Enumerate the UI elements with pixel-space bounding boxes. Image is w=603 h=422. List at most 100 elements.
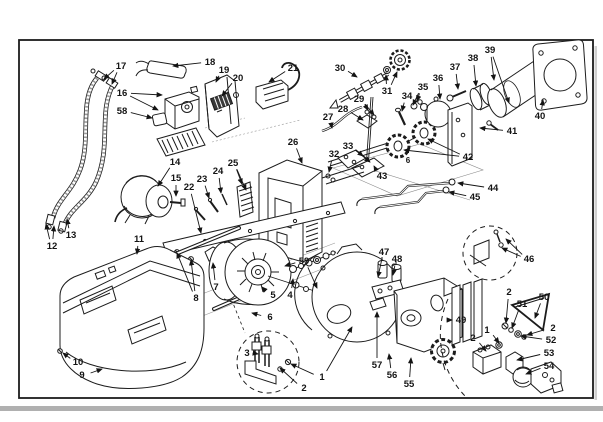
part-number-17: 17 [116, 61, 127, 72]
part-number-10: 10 [73, 357, 84, 368]
leader-line-54 [525, 367, 541, 375]
leader-line-39 [490, 56, 497, 81]
page-shadow-bottom [0, 406, 603, 411]
page-shadow-right [594, 46, 597, 400]
fuel-pump-group [385, 90, 499, 167]
part-number-42: 42 [463, 152, 474, 163]
part-number-39: 39 [485, 45, 496, 56]
coupling [385, 133, 411, 159]
part-number-59: 59 [299, 256, 310, 267]
screw-34 [398, 111, 406, 126]
terminal-strip [156, 127, 206, 157]
air-tube-end [487, 88, 507, 118]
part-number-57: 57 [372, 360, 383, 371]
leader-line-16 [129, 95, 159, 111]
part-number-31: 31 [382, 86, 393, 97]
leader-line-43 [373, 165, 379, 173]
part-number-8: 8 [193, 293, 198, 304]
part-number-1: 1 [484, 325, 490, 336]
part-number-51: 51 [517, 299, 528, 310]
leader-line-47 [376, 258, 383, 278]
connector-plug [255, 79, 289, 110]
part-number-35: 35 [418, 82, 429, 93]
leader-line-20 [221, 82, 233, 97]
part-number-6: 6 [267, 312, 272, 323]
leader-line-5 [261, 286, 268, 293]
leader-line-33 [355, 149, 371, 163]
leader-line-10 [62, 352, 71, 359]
part-number-41: 41 [507, 126, 518, 137]
leader-line-14 [157, 167, 171, 187]
screw-41 [489, 123, 499, 131]
leader-line-2 [279, 367, 298, 384]
leader-line-2 [479, 342, 487, 352]
leader-line-25 [236, 169, 247, 191]
leader-line-26 [296, 148, 303, 164]
part-number-54: 54 [544, 361, 555, 372]
motor-shaft-key [180, 198, 186, 207]
leader-line-42 [403, 147, 460, 157]
pump-body [424, 100, 452, 128]
part-number-21: 21 [288, 63, 299, 74]
part-number-20: 20 [233, 73, 244, 84]
part-number-30: 30 [335, 63, 346, 74]
leader-line-2 [503, 298, 510, 324]
leader-line-11 [134, 245, 141, 255]
part-number-2: 2 [550, 323, 555, 334]
part-number-37: 37 [450, 62, 461, 73]
small-cap [151, 112, 168, 127]
part-number-12: 12 [47, 241, 58, 252]
leader-line-19 [215, 75, 221, 83]
part-number-36: 36 [433, 73, 444, 84]
leader-line-29 [362, 103, 369, 111]
part-number-1: 1 [319, 372, 325, 383]
part-number-53: 53 [544, 348, 555, 359]
motor [114, 175, 186, 225]
detail-circle-46 [462, 225, 518, 281]
part-number-38: 38 [468, 53, 479, 64]
leader-line-58 [130, 112, 153, 120]
leader-line-35 [412, 92, 420, 106]
part-number-4: 4 [287, 290, 293, 301]
part-number-2: 2 [506, 287, 511, 298]
part-number-32: 32 [329, 149, 340, 160]
part-number-26: 26 [288, 137, 299, 148]
part-number-34: 34 [402, 91, 413, 102]
leader-line-46 [505, 238, 523, 255]
leader-line-7 [210, 262, 217, 281]
leader-line-27 [328, 122, 334, 129]
part-number-29: 29 [354, 94, 365, 105]
part-number-50: 50 [539, 292, 550, 303]
leader-line-17 [111, 72, 118, 85]
leader-line-30 [347, 70, 358, 78]
part-number-45: 45 [470, 192, 481, 203]
leader-line-12 [50, 225, 57, 240]
part-number-28: 28 [338, 104, 349, 115]
wedge-plate [510, 292, 551, 332]
part-number-27: 27 [323, 112, 334, 123]
leader-line-29 [364, 103, 375, 116]
connecting-rods [356, 178, 456, 215]
part-number-9: 9 [79, 370, 84, 381]
leader-line-1 [326, 326, 353, 372]
leader-line-2 [526, 329, 545, 337]
part-number-52: 52 [546, 335, 557, 346]
part-number-18: 18 [205, 57, 216, 68]
leader-line-32 [327, 160, 333, 173]
leader-line-36 [436, 84, 443, 100]
part-number-22: 22 [184, 182, 195, 193]
leader-line-6 [251, 311, 262, 318]
part-number-16: 16 [117, 88, 128, 99]
leader-line-52 [520, 334, 543, 340]
leader-line-9 [90, 368, 103, 374]
leader-line-55 [407, 357, 414, 378]
electrode-detail [236, 330, 300, 394]
burner-cover [57, 246, 205, 389]
coil [209, 91, 234, 111]
leader-line-8 [176, 252, 193, 292]
part-number-7: 7 [213, 282, 218, 293]
leader-line-56 [386, 353, 393, 369]
part-number-43: 43 [377, 171, 388, 182]
part-number-48: 48 [392, 254, 403, 265]
